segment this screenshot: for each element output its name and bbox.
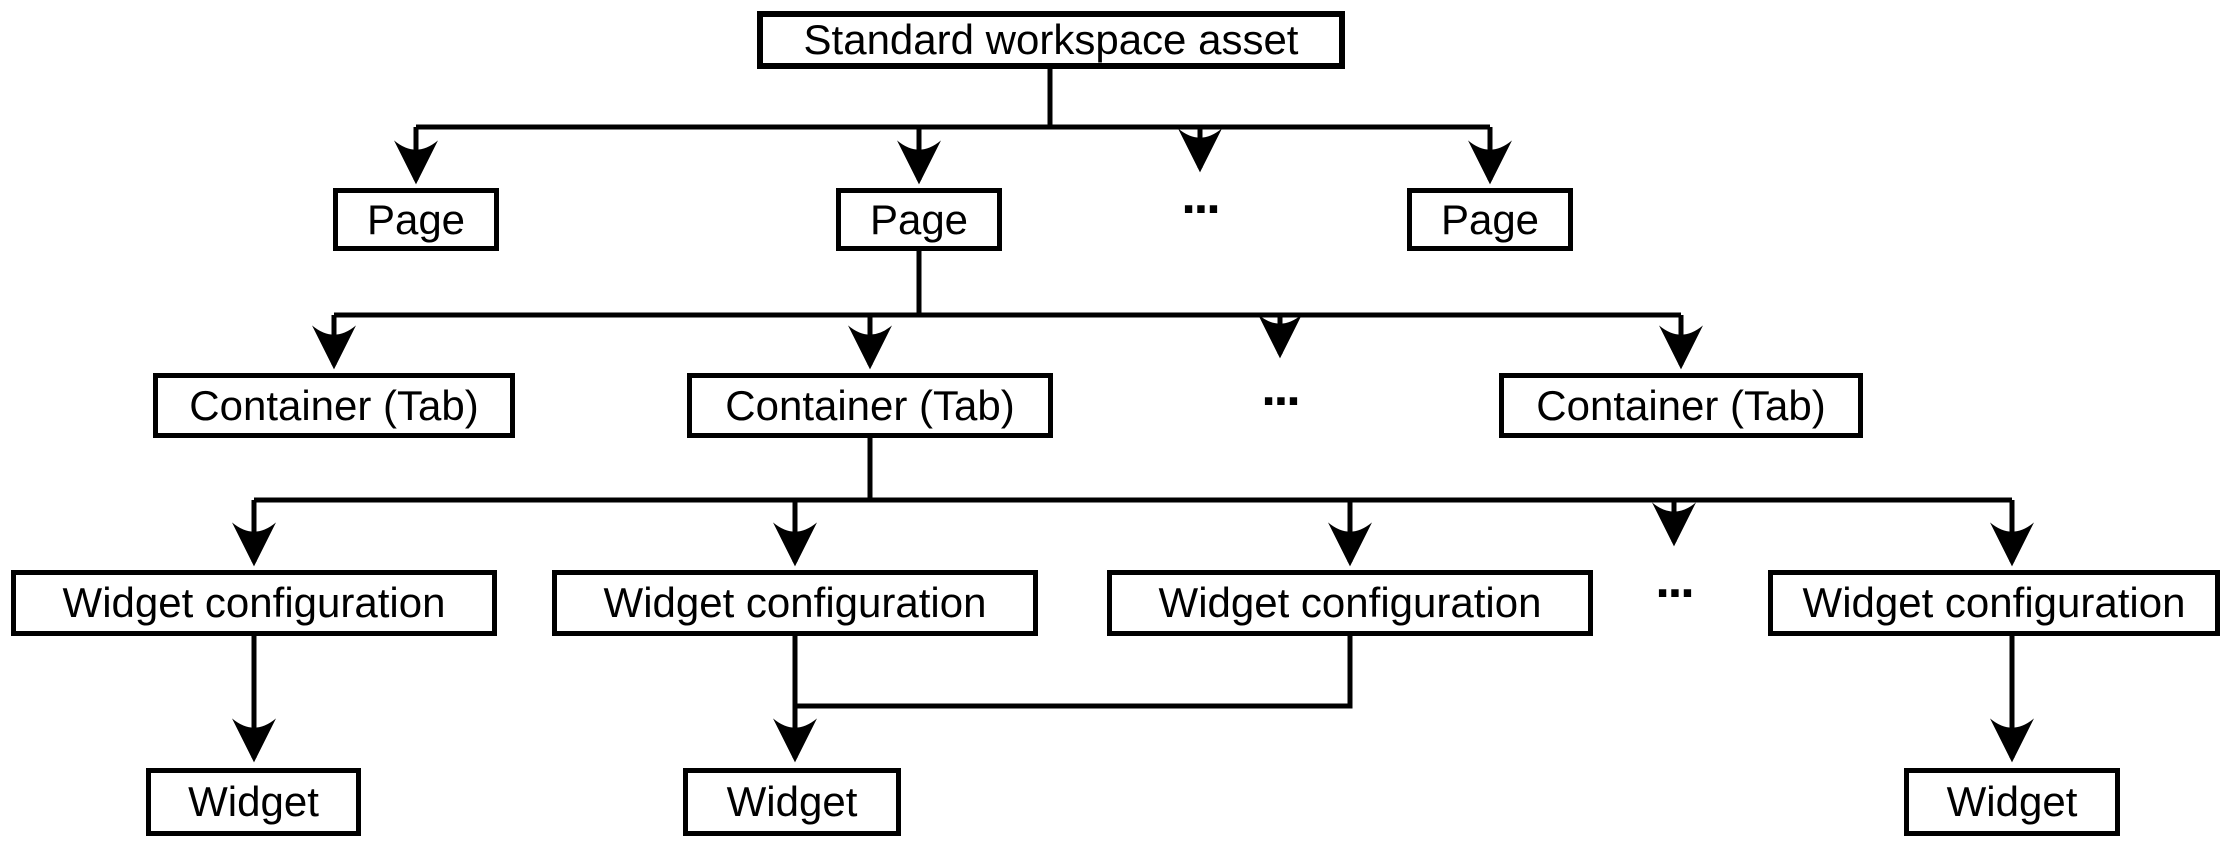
ellipsis-widget-configs: ... <box>1655 551 1694 609</box>
node-widget-configuration-1: Widget configuration <box>11 570 497 636</box>
edge-widget-config-3-elbow <box>795 636 1353 709</box>
node-page-1: Page <box>333 188 499 251</box>
node-widget-configuration-2: Widget configuration <box>552 570 1038 636</box>
node-widget-configuration-3: Widget configuration <box>1107 570 1593 636</box>
node-widget-1: Widget <box>146 768 361 836</box>
node-container-tab-3: Container (Tab) <box>1499 373 1863 438</box>
ellipsis-pages: ... <box>1181 167 1220 225</box>
node-widget-configuration-4: Widget configuration <box>1768 570 2220 636</box>
node-standard-workspace-asset: Standard workspace asset <box>757 11 1345 69</box>
node-widget-3: Widget <box>1904 768 2120 836</box>
node-page-3: Page <box>1407 188 1573 251</box>
node-container-tab-1: Container (Tab) <box>153 373 515 438</box>
node-page-2: Page <box>836 188 1002 251</box>
node-widget-2: Widget <box>683 768 901 836</box>
ellipsis-containers: ... <box>1261 359 1300 417</box>
node-container-tab-2: Container (Tab) <box>687 373 1053 438</box>
